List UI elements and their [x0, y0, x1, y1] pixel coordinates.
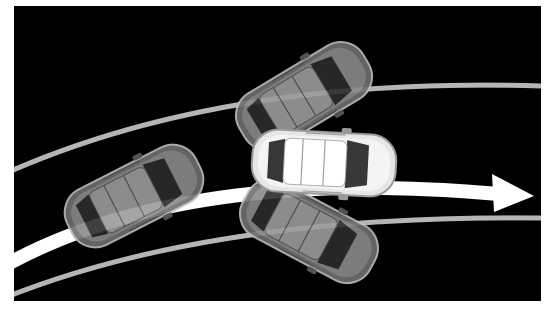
main-sedan-top-view-icon	[250, 123, 398, 202]
vehicle-stability-illustration: .g-body { fill: #6f6f6f; stroke: #bdbdbd…	[14, 6, 541, 301]
